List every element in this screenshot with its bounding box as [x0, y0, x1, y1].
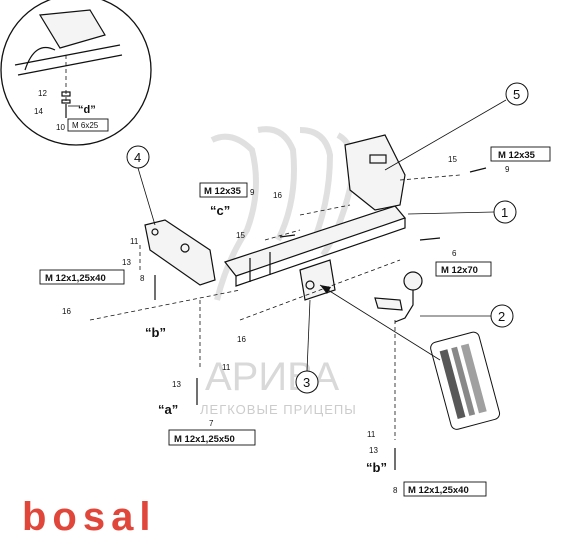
callout-3: 3 — [295, 299, 319, 394]
spec-mid-left: M 12x35 — [199, 182, 248, 198]
part-number: 8 — [393, 486, 398, 495]
svg-text:1: 1 — [501, 205, 508, 220]
spec-bottom-right: M 12x1,25x40 — [403, 481, 487, 497]
inset-letter-d: “d” — [78, 104, 96, 116]
part-number: 15 — [448, 155, 457, 164]
inset-spec: M 6x25 — [72, 121, 99, 130]
callout-5: 5 — [384, 82, 529, 171]
part-number: 9 — [505, 165, 510, 174]
socket-arrow — [319, 284, 441, 361]
part-number: 8 — [140, 274, 145, 283]
spec-left: M 12x1,25x40 — [39, 269, 125, 285]
svg-text:M 12x70: M 12x70 — [441, 265, 478, 276]
watermark-subtitle: ЛЕГКОВЫЕ ПРИЦЕПЫ — [200, 402, 357, 417]
inset-label-10: 10 — [56, 123, 65, 132]
crossbar — [223, 205, 407, 287]
inset-label-12: 12 — [38, 89, 47, 98]
spec-right: M 12x70 — [435, 261, 492, 277]
letter-c: “c” — [210, 203, 230, 218]
svg-text:M 12x1,25x40: M 12x1,25x40 — [45, 273, 106, 284]
callout-2: 2 — [420, 304, 514, 328]
svg-text:5: 5 — [513, 87, 520, 102]
part-number: 11 — [130, 237, 139, 246]
svg-text:4: 4 — [134, 150, 141, 165]
callout-4: 4 — [126, 145, 156, 226]
letter-b-right: “b” — [366, 460, 387, 475]
socket-plate — [299, 259, 336, 301]
letter-a: “a” — [158, 402, 178, 417]
svg-text:M 12x35: M 12x35 — [498, 150, 536, 161]
part-number: 15 — [236, 231, 245, 240]
tow-ball — [374, 271, 423, 323]
part-number: 13 — [369, 446, 378, 455]
letter-b-left: “b” — [145, 325, 166, 340]
wiring-plate — [430, 331, 501, 430]
part-number: 16 — [237, 335, 246, 344]
left-bracket — [144, 219, 216, 286]
part-number: 13 — [122, 258, 131, 267]
part-number: 9 — [250, 188, 255, 197]
svg-text:M 12x1,25x50: M 12x1,25x50 — [174, 434, 235, 445]
part-number: 11 — [222, 363, 231, 372]
svg-text:M 12x35: M 12x35 — [204, 186, 242, 197]
part-number: 16 — [62, 307, 71, 316]
callout-1: 1 — [407, 200, 517, 224]
part-number: 13 — [172, 380, 181, 389]
detail-inset: 12 14 “d” 10 M 6x25 — [0, 0, 152, 146]
bosal-logo: bosal — [22, 495, 156, 539]
spec-top-right: M 12x35 — [490, 146, 551, 162]
part-number: 16 — [273, 191, 282, 200]
svg-text:3: 3 — [303, 375, 310, 390]
svg-text:2: 2 — [498, 309, 505, 324]
part-number: 11 — [367, 430, 376, 439]
spec-bottom-center: M 12x1,25x50 — [168, 429, 256, 446]
inset-label-14: 14 — [34, 107, 43, 116]
part-number: 7 — [209, 419, 214, 428]
watermark-title: АРИВА — [205, 355, 339, 399]
right-bracket — [344, 134, 406, 211]
svg-text:M 12x1,25x40: M 12x1,25x40 — [408, 485, 469, 496]
part-number: 6 — [452, 249, 457, 258]
